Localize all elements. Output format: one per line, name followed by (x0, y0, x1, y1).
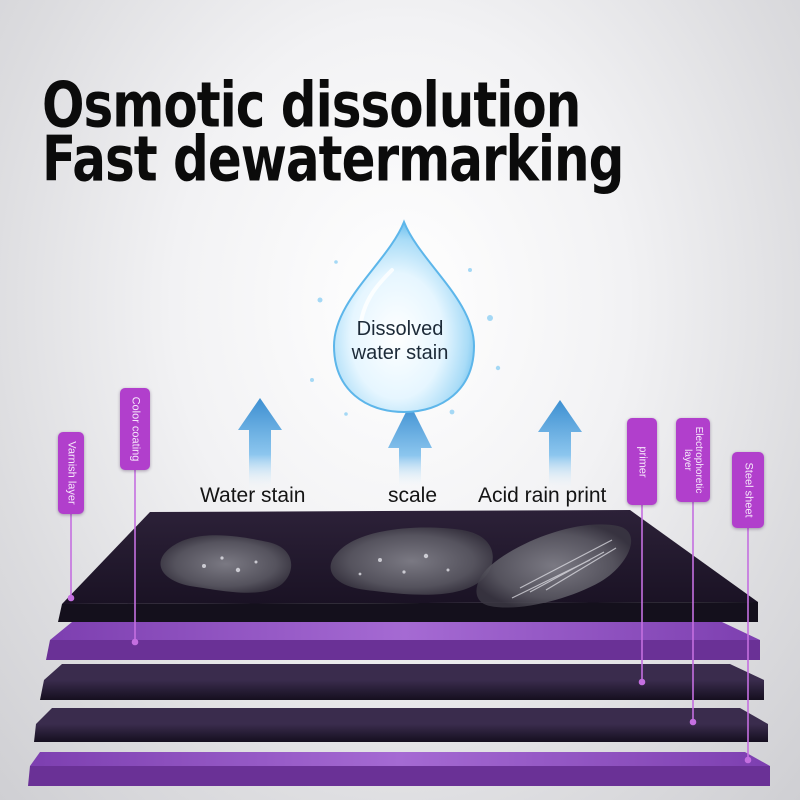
acid-rain-streaks (511, 539, 617, 599)
electrophoretic-layer-tag-text: Electrophoretic layer (682, 426, 704, 494)
varnish-layer-tag: Varnish layer (58, 432, 84, 514)
scale-spot (330, 527, 493, 595)
electrophoretic-layer-top (36, 708, 768, 724)
primer-layer-edge (40, 680, 764, 700)
tag-leaders (67, 470, 752, 764)
electrophoretic-layer-tag: Electrophoretic layer (676, 418, 710, 502)
stain-specks (202, 553, 450, 576)
acid-rain-spot (476, 524, 632, 608)
steel-sheet-tag: Steel sheet (732, 452, 764, 528)
primer-tag: primer (627, 418, 657, 505)
varnish-layer-tag-text: Varnish layer (65, 441, 78, 505)
headline-line-2: Fast dewatermarking (42, 123, 624, 196)
electrophoretic-layer-edge (34, 724, 768, 742)
steel-layer-edge (28, 766, 770, 786)
water-stain-label: Water stain (200, 484, 306, 507)
varnish-layer-edge (58, 602, 758, 622)
steel-layer-top (30, 752, 770, 766)
acid-rain-print-label: Acid rain print (478, 484, 607, 507)
scale-label: scale (388, 484, 438, 507)
water-droplet (310, 219, 501, 416)
arrow-up-center (388, 404, 432, 490)
droplet-label-line-1: Dissolved (356, 318, 444, 340)
color-coating-layer-edge (46, 640, 760, 660)
headline-line-1: Osmotic dissolution (42, 69, 581, 142)
color-coating-layer-top (50, 622, 760, 640)
arrow-up-right (538, 400, 582, 492)
color-coating-tag-text: Color coating (129, 396, 142, 462)
steel-sheet-tag-text: Steel sheet (742, 462, 755, 518)
droplet-label-line-2: water stain (351, 342, 449, 364)
arrow-up-left (238, 398, 282, 492)
color-coating-tag: Color coating (120, 388, 150, 470)
primer-layer-top (44, 664, 764, 680)
primer-tag-text: primer (636, 445, 649, 478)
water-stain-spot (160, 535, 292, 593)
